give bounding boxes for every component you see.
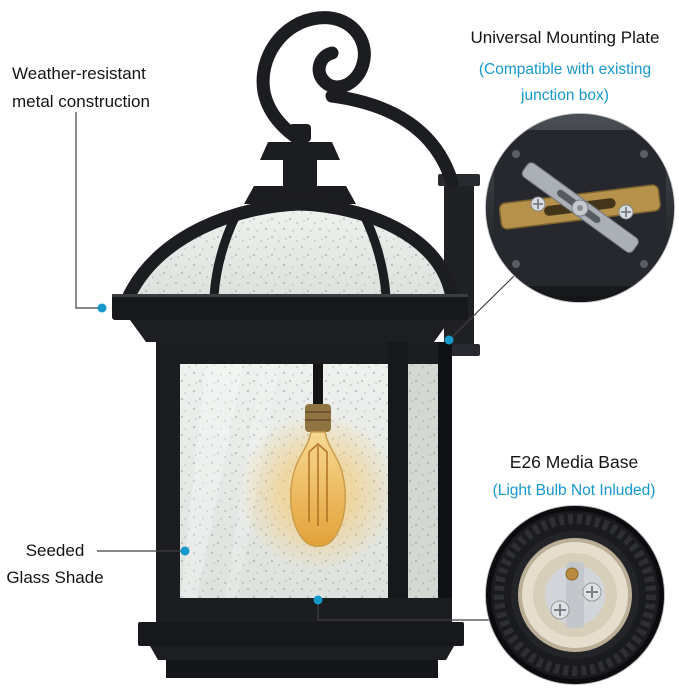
e26-title: E26 Media Base (509, 452, 639, 472)
seeded-line1: Seeded (25, 541, 85, 560)
e26-subtitle: (Light Bulb Not Inluded) (492, 482, 656, 499)
label-e26-media-base: E26 Media Base (Light Bulb Not Inluded) (470, 452, 678, 504)
mounting-plate-photo-art (486, 114, 674, 302)
label-weather-line1: Weather-resistant (12, 64, 146, 83)
mounting-plate-photo (485, 113, 675, 303)
mounting-plate-subtitle-line1: (Compatible with existing (478, 61, 652, 78)
scroll-arm (256, 11, 459, 189)
leader-lines (75, 112, 515, 621)
socket-photo-art (486, 506, 664, 684)
label-weather-line2: metal construction (12, 92, 150, 111)
dot-mounting (444, 335, 454, 345)
socket-photo (485, 505, 665, 685)
dot-e26 (313, 595, 323, 605)
mounting-plate-subtitle-line2: junction box) (521, 87, 609, 104)
lantern-base (138, 622, 464, 678)
leader-weather (75, 112, 100, 309)
seeded-line2: Glass Shade (6, 568, 104, 587)
label-universal-mounting-plate: Universal Mounting Plate (Compatible wit… (452, 28, 678, 109)
edison-bulb (180, 362, 390, 602)
cornice-ledge (112, 294, 468, 342)
leader-mounting (448, 275, 515, 341)
leader-dots (97, 303, 454, 605)
finial-cap (244, 124, 356, 204)
curved-roof-glass (121, 197, 459, 305)
dot-weather (97, 303, 107, 313)
label-weather-resistant: Weather-resistant metal construction (12, 60, 150, 116)
dot-seeded (180, 546, 190, 556)
leader-e26 (317, 600, 489, 621)
mounting-plate-title: Universal Mounting Plate (470, 28, 660, 47)
label-seeded-glass-shade: Seeded Glass Shade (0, 537, 110, 591)
